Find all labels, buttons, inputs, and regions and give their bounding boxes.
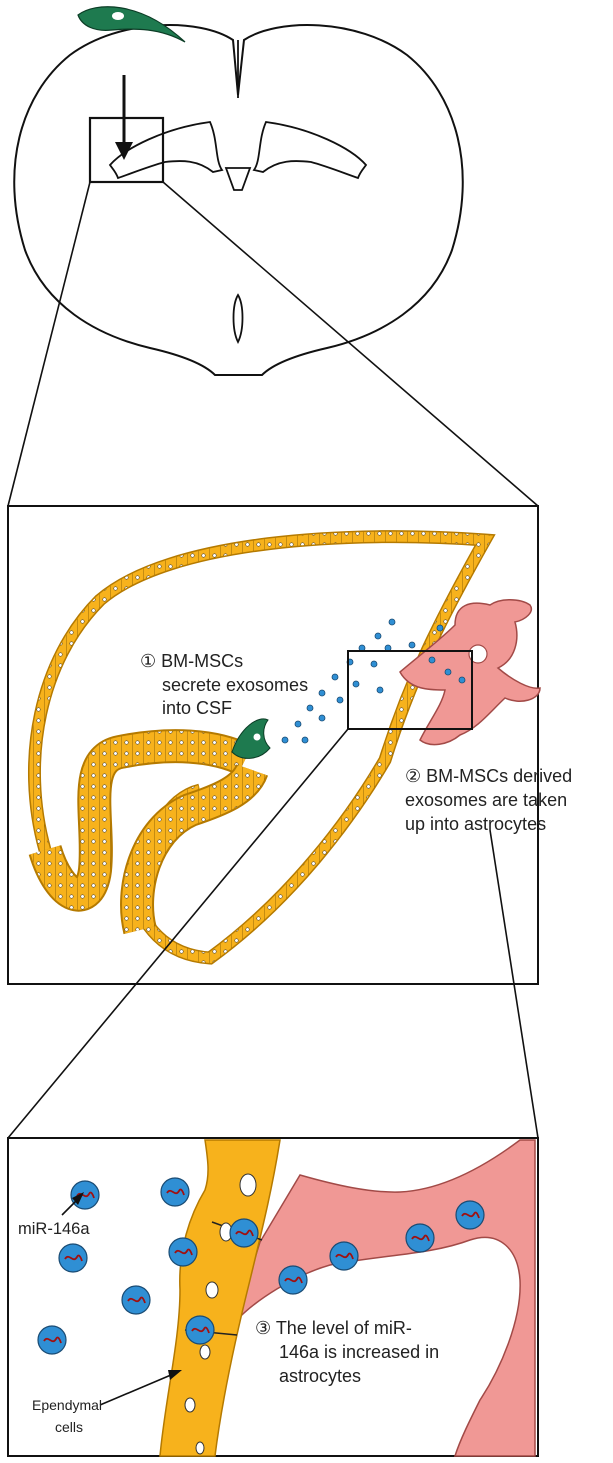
- stem-cell-icon: [77, 6, 186, 43]
- label-ependymal: Ependymal cells: [32, 1397, 106, 1435]
- right-ventricle: [252, 121, 368, 180]
- stem-cell-ventricle: [231, 718, 271, 759]
- label-mirna: miR-146a: [18, 1220, 90, 1238]
- astrocyte-small: [399, 599, 541, 746]
- zoom-line-left: [7, 181, 91, 507]
- label-step3: ③ The level of miR- 146a is increased in…: [255, 1318, 444, 1386]
- zoom-line-left-2: [7, 728, 349, 1139]
- third-ventricle: [224, 167, 252, 191]
- zoom-box-ventricle: [88, 116, 165, 184]
- exosomes-with-mirna: [37, 1177, 485, 1355]
- aqueduct: [232, 293, 244, 345]
- zoom-line-right: [162, 181, 539, 507]
- left-ventricle: [108, 121, 224, 180]
- brain-section: [13, 6, 464, 376]
- ependymal-strip: [159, 1139, 281, 1457]
- label-step1: ① BM-MSCs secrete exosomes into CSF: [140, 651, 313, 718]
- ependymal-arrow: [99, 1371, 179, 1406]
- zoom-box-astrocyte: [347, 650, 473, 730]
- injection-arrowhead: [115, 142, 133, 160]
- label-step2: ② BM-MSCs derived exosomes are taken up …: [405, 766, 577, 834]
- brain-outline: [13, 24, 464, 376]
- zoom-line-right-2: [489, 829, 539, 1139]
- exosome-dots: [281, 618, 466, 744]
